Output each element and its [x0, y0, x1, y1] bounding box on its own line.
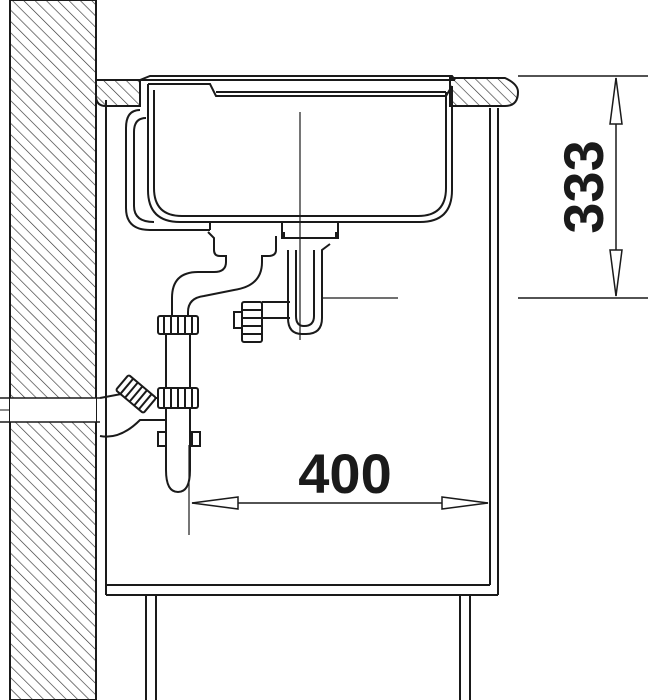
width-dimension-label: 400 [298, 442, 391, 505]
dimension-width [191, 496, 489, 510]
sink-bowl [125, 75, 456, 262]
dimension-height [518, 75, 648, 299]
pipe-fittings [115, 301, 263, 447]
drain-trap [99, 243, 331, 494]
cabinet [105, 100, 499, 700]
countertop [95, 77, 520, 107]
wall [0, 0, 100, 700]
height-dimension-label: 333 [552, 140, 615, 233]
